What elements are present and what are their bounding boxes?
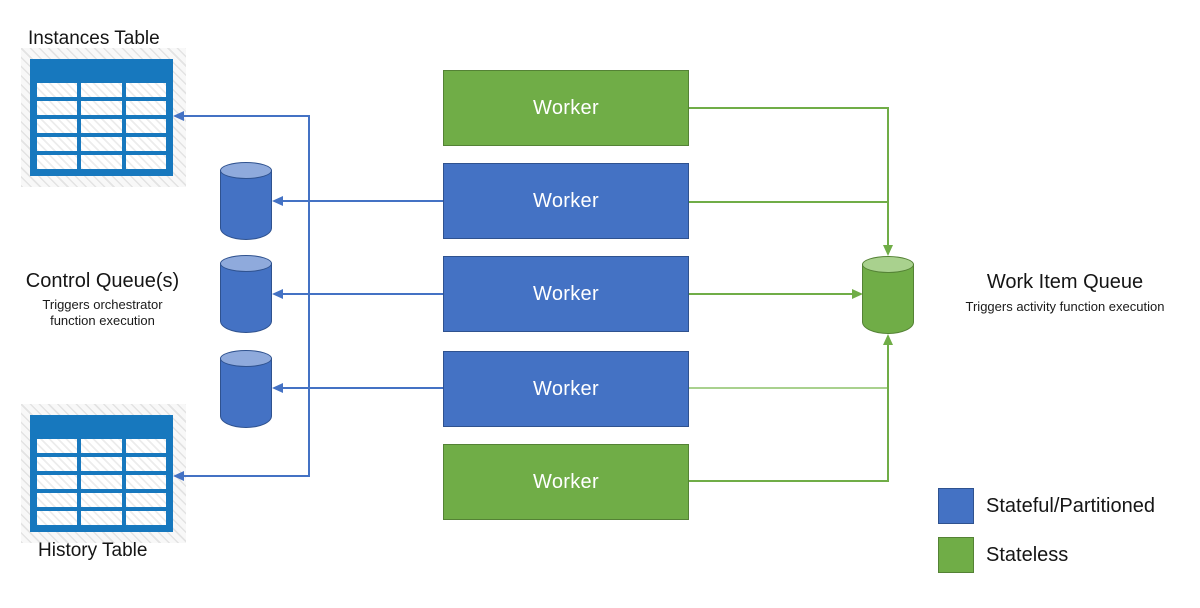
- connector-worker3-to-control-queue-2: [283, 293, 443, 295]
- table-cell: [81, 83, 122, 97]
- worker-label: Worker: [533, 96, 599, 119]
- table-cell: [81, 101, 122, 115]
- connector-vertical-to-tables: [308, 115, 310, 477]
- table-cell: [37, 83, 78, 97]
- table-cell: [81, 119, 122, 133]
- arrowhead-control-queue-1: [272, 196, 283, 206]
- arrowhead-control-queue-2: [272, 289, 283, 299]
- worker-label: Worker: [533, 282, 599, 305]
- work-item-queue-cylinder: [862, 256, 914, 334]
- table-cell: [125, 457, 166, 471]
- cylinder-top: [220, 162, 272, 179]
- arrowhead-history-table: [173, 471, 184, 481]
- table-cell: [125, 119, 166, 133]
- connector-to-history-table: [184, 475, 310, 477]
- control-queues-text-block: Control Queue(s) Triggers orchestrator f…: [5, 270, 200, 329]
- worker-box-3: Worker: [443, 256, 689, 332]
- control-queue-cylinder-1: [220, 162, 272, 240]
- table-cell: [125, 493, 166, 507]
- arrowhead-instances-table: [173, 111, 184, 121]
- legend-swatch-stateless: [938, 537, 974, 573]
- table-cell: [81, 457, 122, 471]
- cylinder-body: [220, 263, 272, 333]
- connector-worker5-to-work-item-queue: [689, 480, 889, 482]
- arrowhead-work-item-queue-left: [852, 289, 863, 299]
- connector-worker2-to-control-queue-1: [283, 200, 443, 202]
- control-queue-cylinder-3: [220, 350, 272, 428]
- table-cell: [37, 439, 78, 453]
- cylinder-top: [862, 256, 914, 273]
- history-table-icon: [30, 415, 173, 532]
- table-cell: [37, 475, 78, 489]
- control-queues-subtitle: Triggers orchestrator function execution: [42, 297, 163, 328]
- table-cell: [125, 137, 166, 151]
- work-item-queue-title: Work Item Queue: [986, 271, 1144, 293]
- legend-item-stateful: Stateful/Partitioned: [938, 488, 1155, 524]
- work-item-queue-subtitle: Triggers activity function execution: [965, 299, 1165, 314]
- table-cell: [37, 119, 78, 133]
- table-cell: [81, 493, 122, 507]
- table-cell: [37, 137, 78, 151]
- work-item-queue-text-block: Work Item Queue Triggers activity functi…: [945, 271, 1185, 315]
- history-table-label: History Table: [38, 540, 148, 561]
- legend-label-stateful: Stateful/Partitioned: [986, 494, 1155, 517]
- arrowhead-control-queue-3: [272, 383, 283, 393]
- cylinder-top: [220, 255, 272, 272]
- table-cell: [81, 155, 122, 169]
- control-queues-title: Control Queue(s): [25, 270, 180, 292]
- table-cell: [125, 83, 166, 97]
- cylinder-body: [220, 170, 272, 240]
- table-cell: [125, 155, 166, 169]
- table-cell: [125, 439, 166, 453]
- connector-worker4-to-work-item-queue: [689, 387, 889, 389]
- legend-item-stateless: Stateless: [938, 537, 1068, 573]
- cylinder-body: [220, 358, 272, 428]
- table-cell: [125, 475, 166, 489]
- legend-label-stateless: Stateless: [986, 543, 1069, 566]
- cylinder-top: [220, 350, 272, 367]
- instances-table-icon: [30, 59, 173, 176]
- worker-box-1: Worker: [443, 70, 689, 146]
- cylinder-body: [862, 264, 914, 334]
- connector-to-instances-table: [184, 115, 310, 117]
- worker-label: Worker: [533, 377, 599, 400]
- connector-vertical-into-queue-bottom: [887, 344, 889, 482]
- table-cell: [125, 101, 166, 115]
- control-queue-cylinder-2: [220, 255, 272, 333]
- connector-worker2-to-work-item-queue: [689, 201, 889, 203]
- table-cell: [37, 493, 78, 507]
- table-cell: [81, 511, 122, 525]
- worker-label: Worker: [533, 189, 599, 212]
- connector-worker4-to-control-queue-3: [283, 387, 443, 389]
- table-cell: [37, 511, 78, 525]
- table-cell: [81, 475, 122, 489]
- connector-worker1-to-work-item-queue: [689, 107, 889, 109]
- table-cell: [37, 155, 78, 169]
- worker-box-4: Worker: [443, 351, 689, 427]
- table-cell: [37, 457, 78, 471]
- legend-swatch-stateful: [938, 488, 974, 524]
- instances-table-label: Instances Table: [28, 28, 160, 49]
- worker-box-2: Worker: [443, 163, 689, 239]
- table-cell: [81, 137, 122, 151]
- connector-vertical-into-queue-top: [887, 107, 889, 246]
- table-cell: [125, 511, 166, 525]
- arrowhead-work-item-queue-top: [883, 245, 893, 256]
- worker-label: Worker: [533, 470, 599, 493]
- worker-box-5: Worker: [443, 444, 689, 520]
- arrowhead-work-item-queue-bottom: [883, 334, 893, 345]
- connector-worker3-to-work-item-queue: [689, 293, 852, 295]
- table-cell: [81, 439, 122, 453]
- table-cell: [37, 101, 78, 115]
